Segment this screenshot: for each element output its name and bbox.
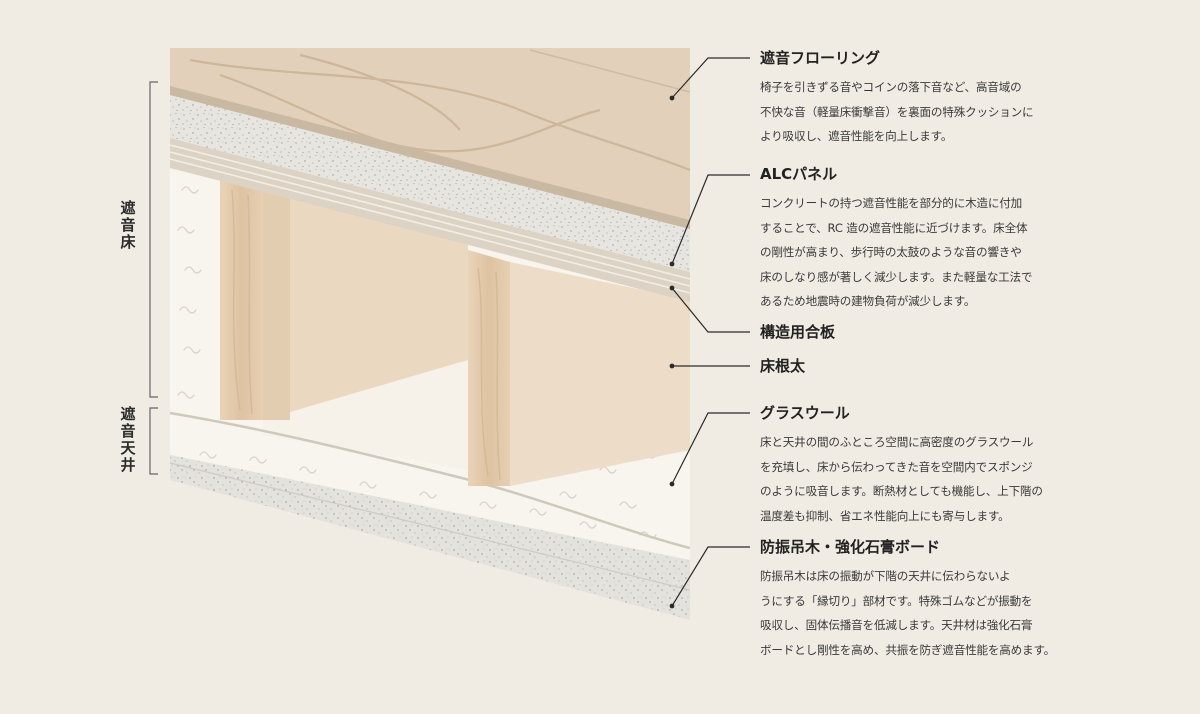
desc-line: を充填し、床から伝わってきた音を空間内でスポンジ [760,459,1033,474]
joist-1-side [263,185,290,420]
floor-group-label: 遮音床 [110,200,146,251]
flooring-seam [529,49,691,93]
callout-glass-wool: グラスウール 床と天井の間のふところ空間に高密度のグラスウール を充填し、床から… [760,403,1090,528]
desc-line: コンクリートの持つ遮音性能を部分的に木造に付加 [760,196,1023,210]
callout-title: 遮音フローリング [760,49,881,67]
desc-line: のように吸音します。断熱材としても機能し、上下階の [760,484,1043,498]
ceiling-group-label: 遮音天井 [110,406,146,474]
leader-lines [671,57,750,607]
gypsum-top-edge [169,462,691,591]
desc-line: 椅子を引きずる音やコインの落下音など、高音域の [760,80,1022,94]
callout-vibration-hanger-gypsum: 防振吊木・強化石膏ボード 防振吊木は床の振動が下階の天井に伝わらないよ うにする… [760,537,1090,662]
floor-group-label-text: 遮音床 [120,199,136,251]
joist-1-grain [231,189,253,415]
desc-line: 吸収し、固体伝播音を低減します。天井材は強化石膏 [760,618,1033,632]
reinforced-gypsum-board [170,455,690,620]
desc-line: あるため地震時の建物負荷が減少します。 [760,294,976,308]
joist-cavity-back [263,185,468,420]
callout-title: ALCパネル [760,165,838,183]
callout-floor-joist: 床根太 [760,356,1090,376]
desc-line: うにする「縁切り」部材です。特殊ゴムなどが振動を [760,593,1033,608]
desc-line: することで、RC 造の遮音性能に近づけます。床全体 [760,220,1028,235]
callout-soundproof-flooring: 遮音フローリング 椅子を引きずる音やコインの落下音など、高音域の 不快な音（軽量… [760,48,1090,149]
desc-line: 不快な音（軽量床衝撃音）を裏面の特殊クッションに [760,104,1034,119]
flooring-grain [189,53,691,172]
joist-1-front [220,174,263,420]
callout-description: 床と天井の間のふところ空間に高密度のグラスウール を充填し、床から伝わってきた音… [760,430,1090,528]
desc-line: 温度差も抑制、省エネ性能向上にも寄与します。 [760,508,1010,523]
callout-description: 防振吊木は床の振動が下階の天井に伝わらないよ うにする「縁切り」部材です。特殊ゴ… [760,564,1090,662]
ceiling-bracket [149,407,158,475]
glass-wool-edge [169,411,691,550]
callout-structural-plywood: 構造用合板 [760,322,1090,342]
callout-title: 床根太 [760,357,806,375]
leader-dots [669,95,675,609]
callout-description: 椅子を引きずる音やコインの落下音など、高音域の 不快な音（軽量床衝撃音）を裏面の… [760,75,1090,149]
plywood-stripes [169,144,691,294]
callout-title: グラスウール [760,404,850,422]
floor-bracket [149,81,158,398]
desc-line: 防振吊木は床の振動が下階の天井に伝わらないよ [760,569,1011,583]
callout-alc-panel: ALCパネル コンクリートの持つ遮音性能を部分的に木造に付加 することで、RC … [760,164,1090,314]
ceiling-group-label-text: 遮音天井 [120,405,136,474]
desc-line: ボードとし剛性を高め、共振を防ぎ遮音性能を高めます。 [760,642,1056,657]
desc-line: 床と天井の間のふところ空間に高密度のグラスウール [760,435,1034,449]
soundproof-flooring-edge [170,86,690,229]
joist-2-front [468,250,510,486]
joist-2-grain [477,267,501,481]
joist-2-side [510,262,690,486]
desc-line: 床のしなり感が著しく減少します。また軽量な工法で [760,269,1033,284]
desc-line: の剛性が高まり、歩行時の太鼓のような音の響きや [760,245,1022,259]
callout-description: コンクリートの持つ遮音性能を部分的に木造に付加 することで、RC 造の遮音性能に… [760,191,1090,314]
callout-title: 構造用合板 [760,323,836,341]
soundproof-flooring-top [170,48,690,229]
desc-line: より吸収し、遮音性能を向上します。 [760,129,953,143]
callout-title: 防振吊木・強化石膏ボード [760,538,941,556]
alc-panel [170,95,690,272]
